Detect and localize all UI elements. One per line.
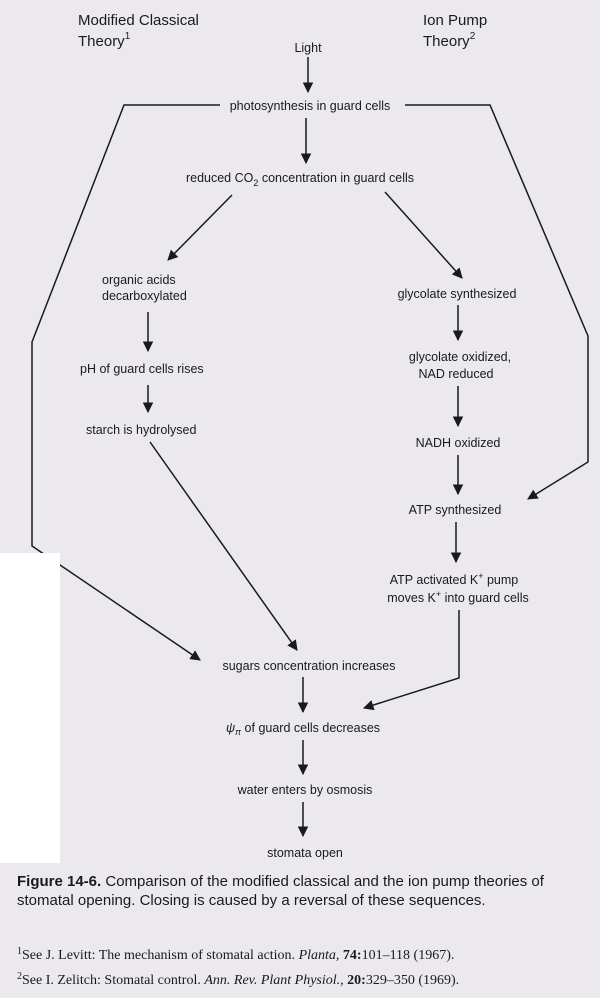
scan-white-patch: [0, 553, 60, 863]
node-atp-synthesized: ATP synthesized: [409, 503, 502, 517]
node-moves-k: moves K+ into guard cells: [387, 589, 528, 605]
arrow-starch-to-sugars: [149, 441, 298, 651]
references: 1See J. Levitt: The mechanism of stomata…: [17, 941, 592, 991]
node-ph-rises: pH of guard cells rises: [80, 362, 204, 376]
node-nadh-oxidized: NADH oxidized: [416, 436, 501, 450]
arrow-co2-to-organic-acids: [167, 194, 233, 261]
node-water: water enters by osmosis: [237, 783, 373, 797]
node-starch: starch is hydrolysed: [86, 423, 197, 437]
left-theory-subtitle: Theory1: [78, 31, 131, 50]
arrow-pump-to-psi: [362, 610, 460, 711]
figure-caption-text: Comparison of the modified classical and…: [17, 873, 544, 909]
arrow-right-loop-to-atp: [405, 104, 589, 500]
stomatal-theory-diagram: Modified Classical Theory1 Ion Pump Theo…: [31, 12, 589, 860]
arrow-co2-to-glycolate: [384, 191, 463, 279]
node-photosynthesis: photosynthesis in guard cells: [230, 99, 391, 113]
node-decarboxylated: decarboxylated: [102, 289, 187, 303]
node-psi: ψπ of guard cells decreases: [226, 721, 380, 737]
reference-1: 1See J. Levitt: The mechanism of stomata…: [17, 946, 455, 963]
node-stomata-open: stomata open: [267, 846, 343, 860]
node-light: Light: [294, 41, 322, 55]
node-glycolate-synthesized: glycolate synthesized: [398, 287, 517, 301]
arrow-left-loop-to-sugars: [31, 104, 220, 661]
node-glycolate-oxidized: glycolate oxidized,: [409, 350, 511, 364]
right-theory-subtitle: Theory2: [423, 31, 476, 50]
node-organic-acids: organic acids: [102, 273, 176, 287]
left-theory-title: Modified Classical: [78, 12, 199, 29]
node-reduced-co2: reduced CO2 concentration in guard cells: [186, 171, 414, 188]
figure-label: Figure 14-6.: [17, 873, 102, 890]
right-theory-title: Ion Pump: [423, 12, 487, 29]
node-sugars: sugars concentration increases: [222, 659, 395, 673]
figure-caption: Figure 14-6. Comparison of the modified …: [17, 872, 587, 910]
reference-2: 2See I. Zelitch: Stomatal control. Ann. …: [17, 971, 460, 988]
node-atp-pump: ATP activated K+ pump: [390, 571, 519, 587]
node-nad-reduced: NAD reduced: [418, 367, 493, 381]
